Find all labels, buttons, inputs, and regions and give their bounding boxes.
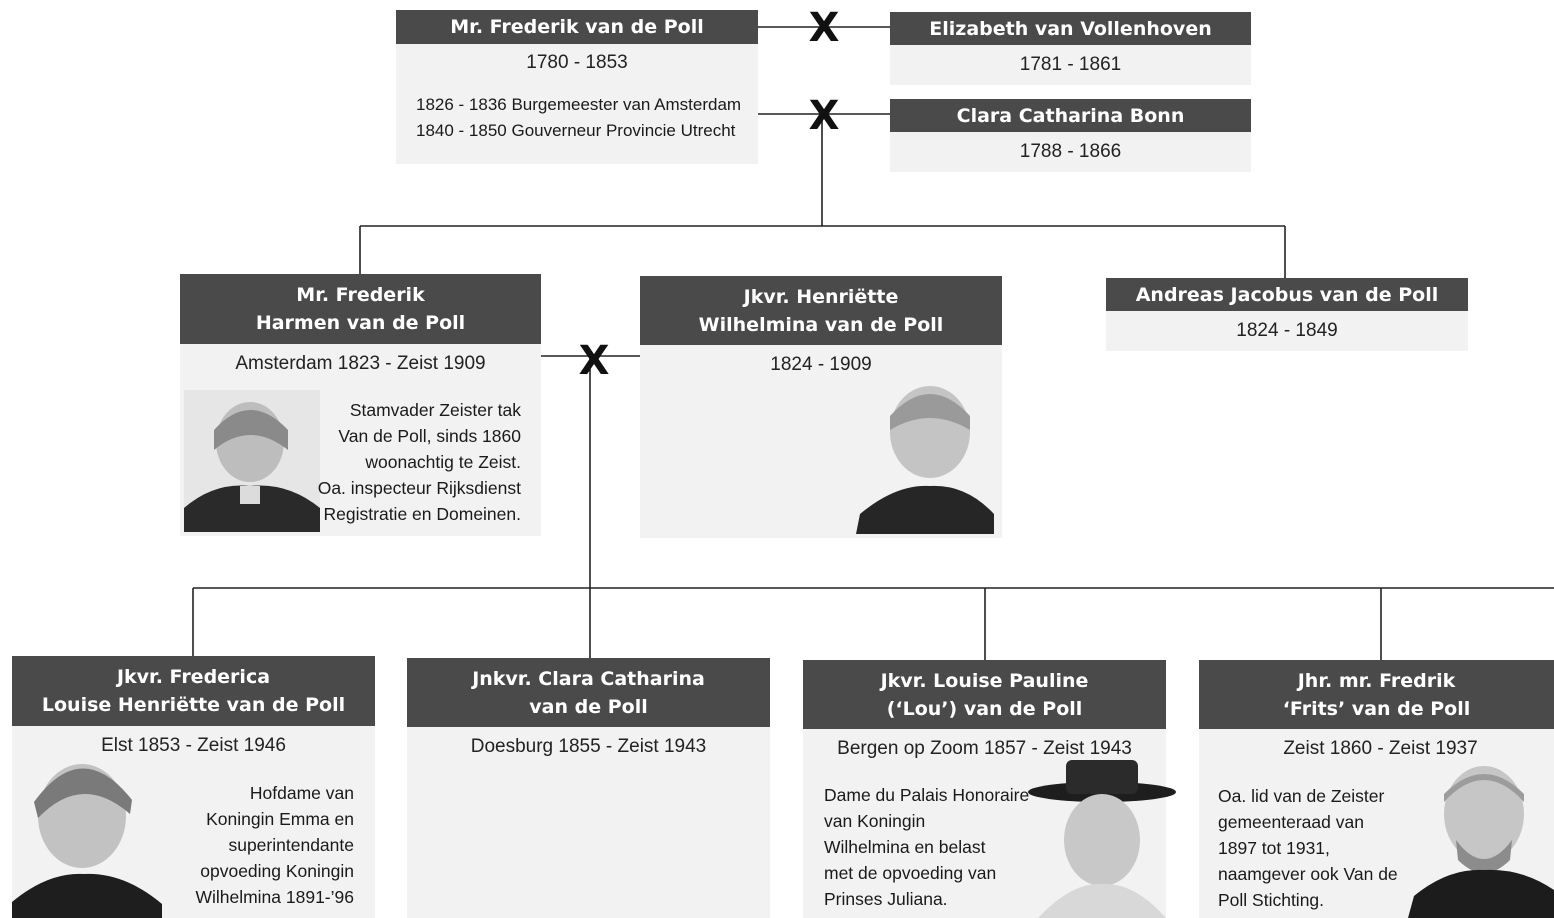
person-note: Hofdame van Koningin Emma en superintend… — [195, 783, 354, 907]
person-name: Mr. Frederik Harmen van de Poll — [180, 274, 541, 344]
person-name: Mr. Frederik van de Poll — [396, 10, 758, 44]
person-name: Jnkvr. Clara Catharina van de Poll — [407, 658, 770, 727]
portrait-photo — [184, 390, 320, 532]
person-dates: Amsterdam 1823 - Zeist 1909 — [235, 353, 486, 374]
person-name: Jkvr. Henriëtte Wilhelmina van de Poll — [640, 276, 1002, 345]
person-dates: 1824 - 1909 — [770, 354, 872, 375]
person-dates: 1781 - 1861 — [1019, 54, 1122, 75]
person-name: Andreas Jacobus van de Poll — [1106, 278, 1468, 311]
person-dates: 1824 - 1849 — [1236, 320, 1338, 341]
person-dates: 1780 - 1853 — [526, 52, 628, 73]
person-note: 1826 - 1836 Burgemeester van Amsterdam 1… — [416, 95, 742, 140]
person-note: Dame du Palais Honoraire van Koningin Wi… — [824, 785, 1030, 909]
marriage-symbol: X — [578, 338, 610, 384]
marriage-symbol: X — [808, 93, 840, 139]
person-note: Oa. lid van de Zeister gemeenteraad van … — [1218, 786, 1398, 910]
marriage-symbol: X — [808, 5, 840, 51]
portrait-photo — [12, 764, 162, 918]
person-name: Clara Catharina Bonn — [890, 99, 1251, 132]
person-name: Jhr. mr. Fredrik ‘Frits’ van de Poll — [1199, 660, 1554, 729]
person-name: Jkvr. Louise Pauline (‘Lou’) van de Poll — [803, 660, 1166, 729]
portrait-photo — [1408, 766, 1554, 918]
portrait-photo — [856, 386, 994, 534]
person-dates: 1788 - 1866 — [1019, 141, 1122, 162]
person-dates: Doesburg 1855 - Zeist 1943 — [470, 736, 707, 757]
person-name: Elizabeth van Vollenhoven — [890, 12, 1251, 45]
person-name: Jkvr. Frederica Louise Henriëtte van de … — [12, 656, 375, 726]
person-dates: Bergen op Zoom 1857 - Zeist 1943 — [837, 738, 1132, 759]
person-dates: Zeist 1860 - Zeist 1937 — [1283, 738, 1478, 759]
person-note: Stamvader Zeister tak Van de Poll, sinds… — [317, 400, 521, 524]
person-dates: Elst 1853 - Zeist 1946 — [101, 735, 286, 756]
portrait-photo — [1028, 760, 1176, 918]
